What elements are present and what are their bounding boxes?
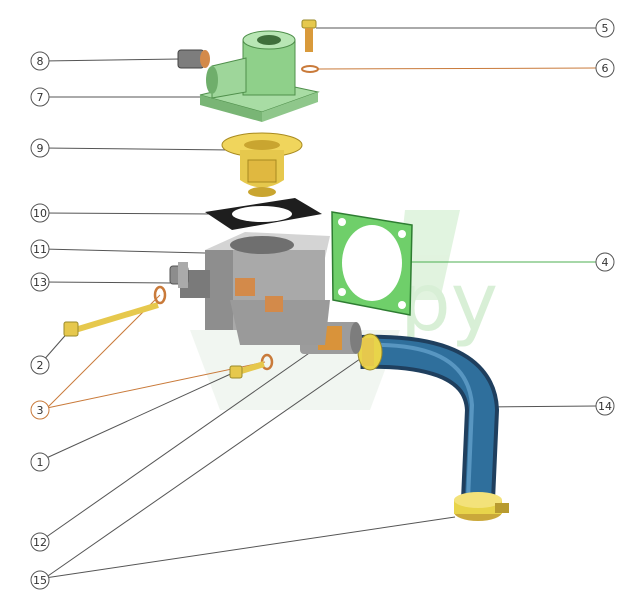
callout-10: 10 <box>30 203 50 223</box>
callout-3: 3 <box>30 400 50 420</box>
callout-12-label: 12 <box>33 536 47 549</box>
plug-fitting <box>177 49 210 69</box>
callout-10-label: 10 <box>33 207 47 220</box>
callout-6-label: 6 <box>602 62 609 75</box>
hose-clamp-lower <box>454 492 509 521</box>
callout-5: 5 <box>595 18 615 38</box>
cover-washer <box>301 65 319 73</box>
cover-screw <box>301 19 317 52</box>
callout-12: 12 <box>30 532 50 552</box>
callout-9: 9 <box>30 138 50 158</box>
long-bolt <box>63 302 159 337</box>
callout-1: 1 <box>30 452 50 472</box>
callouts: 5 6 4 14 8 7 9 10 <box>30 18 615 590</box>
hose <box>359 334 500 501</box>
callout-5-label: 5 <box>602 22 609 35</box>
callout-9-label: 9 <box>37 142 44 155</box>
short-bolt <box>229 361 265 379</box>
callout-4: 4 <box>595 252 615 272</box>
callout-8-label: 8 <box>37 55 44 68</box>
callout-7: 7 <box>30 87 50 107</box>
callout-14: 14 <box>595 396 615 416</box>
callout-8: 8 <box>30 51 50 71</box>
callout-11: 11 <box>30 239 50 259</box>
leader-lines <box>41 27 598 579</box>
thermostat-housing <box>180 232 330 345</box>
housing-cover <box>199 30 320 122</box>
callout-13: 13 <box>30 272 50 292</box>
callout-1-label: 1 <box>37 456 44 469</box>
hose-clamp-upper <box>357 333 383 371</box>
callout-11-label: 11 <box>33 243 47 256</box>
callout-13-label: 13 <box>33 276 47 289</box>
callout-15: 15 <box>30 570 50 590</box>
callout-2: 2 <box>30 355 50 375</box>
watermark-text: ру <box>400 256 498 349</box>
thermostat <box>221 132 303 197</box>
callout-15-label: 15 <box>33 574 47 587</box>
washer-upper <box>153 285 167 305</box>
callout-2-label: 2 <box>37 359 44 372</box>
callout-3-label: 3 <box>37 404 44 417</box>
callout-4-label: 4 <box>602 256 609 269</box>
side-fitting <box>169 262 189 288</box>
flange-gasket <box>331 211 413 316</box>
callout-14-label: 14 <box>598 400 612 413</box>
callout-6: 6 <box>595 58 615 78</box>
housing-gasket <box>205 198 322 230</box>
callout-7-label: 7 <box>37 91 44 104</box>
